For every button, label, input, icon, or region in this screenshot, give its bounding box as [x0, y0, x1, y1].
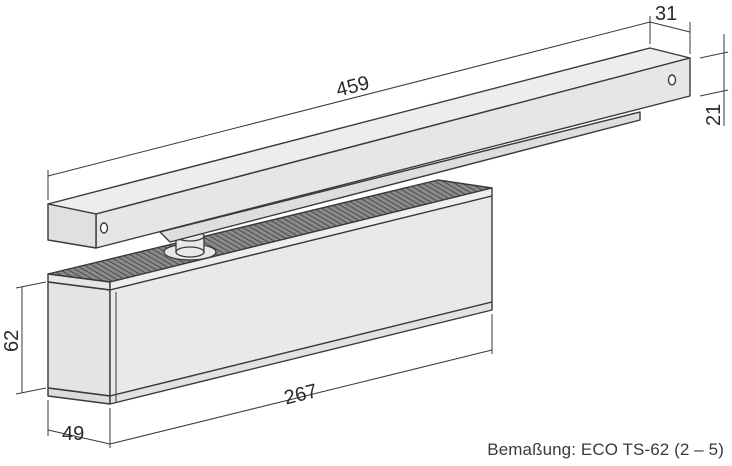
closer-body — [47, 179, 493, 405]
dim-rail-length: 459 — [334, 72, 372, 101]
rail-end-face — [47, 203, 97, 249]
dim-body-height: 62 — [1, 330, 23, 352]
closer-end-face — [47, 281, 111, 397]
figure-caption: Bemaßung: ECO TS-62 (2 – 5) — [487, 440, 724, 459]
dim-body-length: 267 — [282, 380, 320, 409]
dim-rail-height: 21 — [703, 104, 725, 126]
dim-rail-width: 31 — [655, 3, 677, 25]
dim-body-depth: 49 — [62, 423, 84, 445]
closer-pivot — [163, 230, 217, 261]
rail-hole-right — [667, 74, 677, 86]
rail-hole-left — [99, 222, 109, 234]
dimension-lines — [15, 16, 729, 448]
slide-rail — [47, 47, 691, 249]
